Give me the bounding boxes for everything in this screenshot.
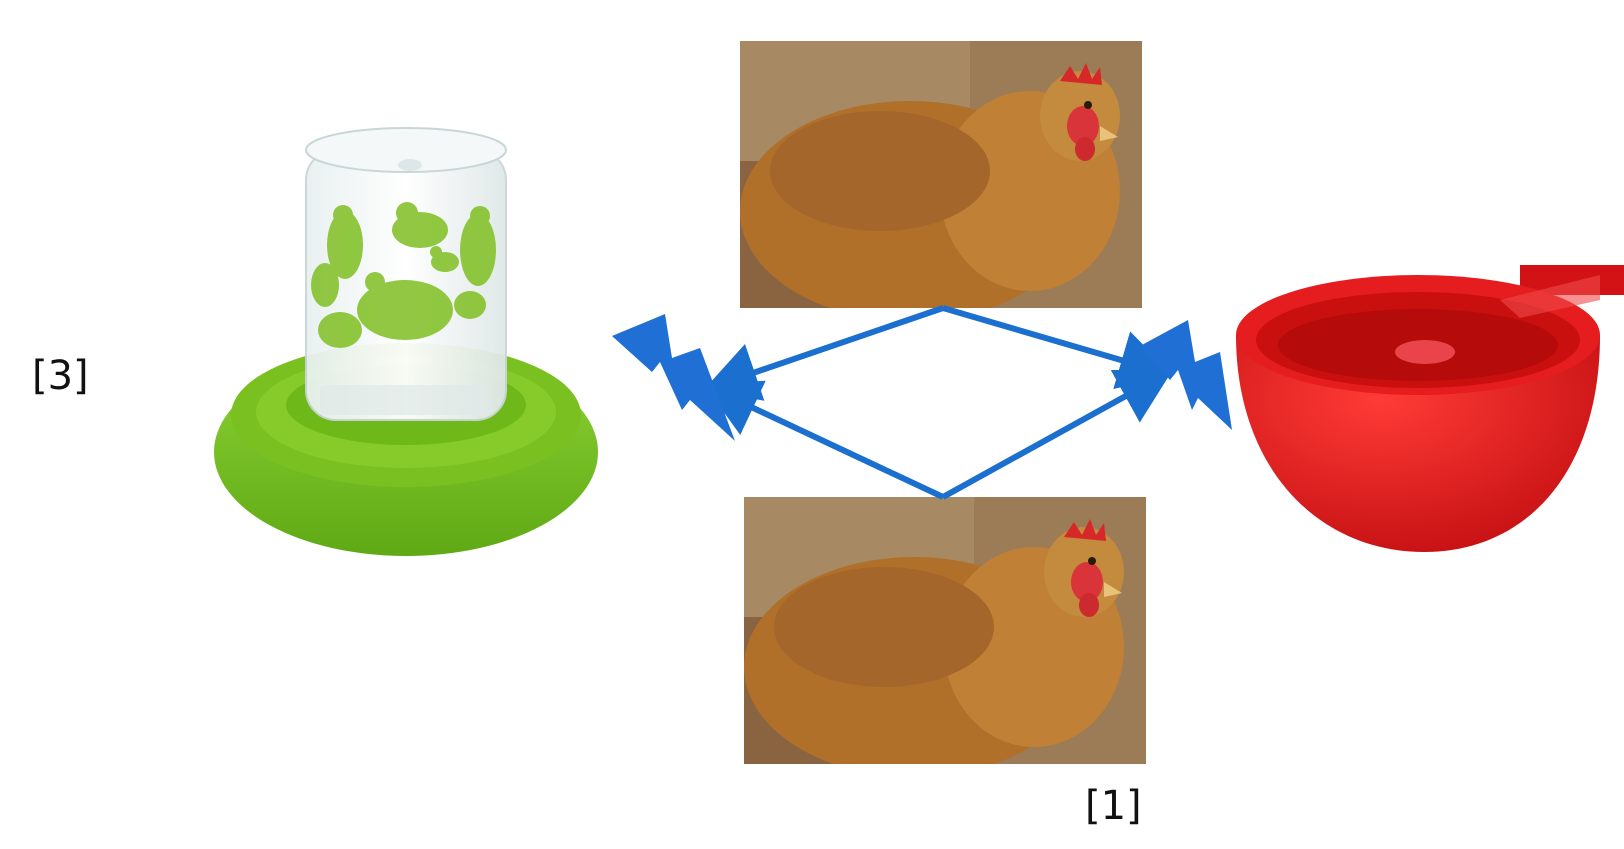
reference-label-bottom: [1] xyxy=(1085,783,1142,829)
arrow-bottom-to-right xyxy=(941,370,1173,500)
lightning-bolt-icon xyxy=(1140,320,1232,430)
hen-image xyxy=(744,497,1146,764)
feeder-jar xyxy=(305,127,507,421)
hen-photo-top xyxy=(740,41,1142,308)
arrow-bottom-to-left xyxy=(704,380,945,500)
lightning-bolt-icon xyxy=(612,314,735,441)
water-cup xyxy=(1236,265,1624,552)
arrow-top-to-right xyxy=(942,305,1174,390)
hen-image xyxy=(740,41,1142,308)
hen-photo-bottom xyxy=(744,497,1146,764)
arrow-top-to-left xyxy=(703,305,944,401)
reference-label-left: [3] xyxy=(32,353,89,399)
chicken-silhouettes xyxy=(311,202,496,348)
